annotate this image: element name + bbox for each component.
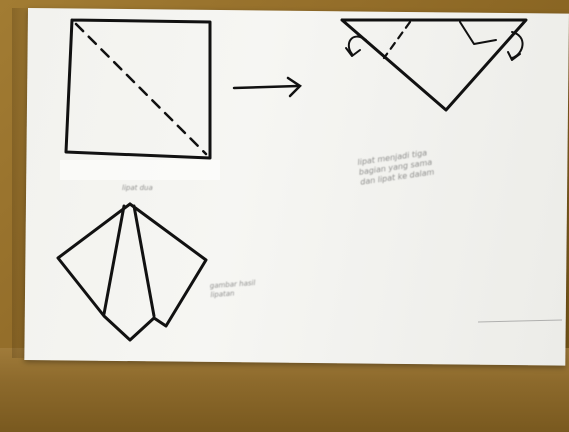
- square-with-diagonal-fold: [66, 20, 210, 158]
- faint-pencil-line: [478, 320, 562, 322]
- triangle-with-folded-corners: [342, 20, 526, 110]
- arrow-right: [234, 78, 300, 96]
- kite-shaped-fold: [58, 204, 206, 340]
- handwritten-note-fold-two: lipat dua: [122, 184, 153, 193]
